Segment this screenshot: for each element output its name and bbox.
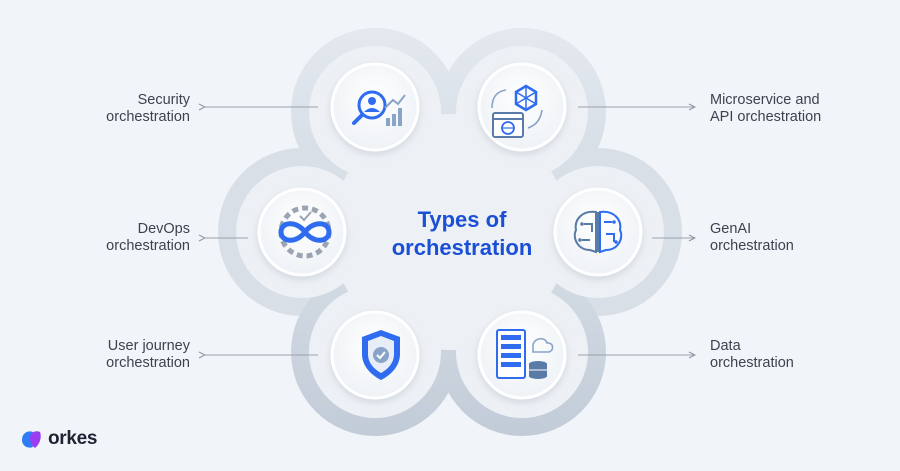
label-devops: DevOps orchestration <box>106 221 190 254</box>
label-user-journey: User journey orchestration <box>106 338 190 371</box>
node-security <box>330 62 420 152</box>
microservice-api-icon <box>491 84 543 138</box>
brand-name: orkes <box>48 428 98 449</box>
label-data: Data orchestration <box>710 338 794 371</box>
connector-lines <box>205 107 695 355</box>
center-title: Types of orchestration <box>362 206 562 262</box>
orkes-logo: orkes <box>22 428 98 450</box>
devops-infinity-icon <box>278 205 332 259</box>
label-microservice: Microservice and API orchestration <box>710 92 822 125</box>
center-title-line1: Types of <box>417 207 507 232</box>
server-database-icon <box>496 329 554 379</box>
security-analytics-icon <box>352 90 406 126</box>
ai-brain-icon <box>573 210 623 254</box>
label-security: Security orchestration <box>106 92 190 125</box>
orkes-logo-mark <box>22 431 41 448</box>
shield-check-icon <box>362 330 400 380</box>
label-genai: GenAI orchestration <box>710 221 794 254</box>
center-title-line2: orchestration <box>391 235 533 260</box>
